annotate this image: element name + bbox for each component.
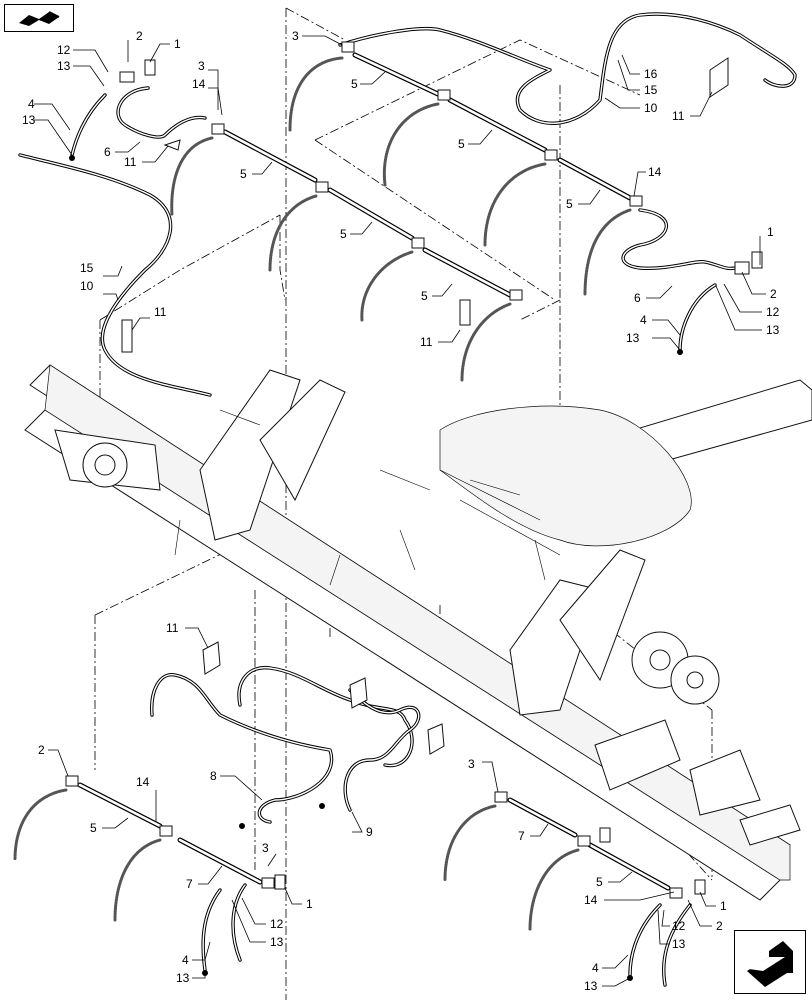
callout-1: 1: [767, 225, 774, 239]
callout-5: 5: [596, 875, 603, 889]
leader-lines: [34, 35, 766, 987]
callout-12: 12: [672, 919, 686, 933]
callout-5: 5: [458, 137, 465, 151]
callout-15: 15: [80, 261, 94, 275]
callout-15: 15: [644, 83, 658, 97]
callout-11: 11: [124, 155, 137, 169]
callout-12: 12: [270, 917, 284, 931]
callout-16: 16: [644, 67, 658, 81]
callout-13: 13: [270, 935, 284, 949]
lower-right-manifold: [443, 791, 706, 987]
callout-6: 6: [104, 145, 111, 159]
callout-7: 7: [186, 877, 193, 891]
callout-2: 2: [38, 743, 45, 757]
callout-5: 5: [421, 289, 428, 303]
callout-11: 11: [166, 621, 179, 635]
left-manifold-assembly: [18, 59, 523, 397]
callout-5: 5: [351, 77, 358, 91]
callout-11: 11: [672, 109, 685, 123]
callout-10: 10: [644, 101, 658, 115]
callout-5: 5: [340, 227, 347, 241]
callout-2: 2: [136, 29, 143, 43]
lower-left-manifold: [13, 775, 286, 976]
callout-14: 14: [136, 775, 150, 789]
callout-13: 13: [57, 59, 71, 73]
callout-5: 5: [566, 197, 573, 211]
callout-13: 13: [766, 323, 780, 337]
implement-frame: [24, 364, 812, 901]
callout-13: 13: [176, 971, 190, 985]
callout-4: 4: [28, 97, 35, 111]
callout-5: 5: [240, 167, 247, 181]
callout-11: 11: [154, 305, 167, 319]
upper-manifold-assembly: [121, 12, 797, 355]
callout-1: 1: [720, 899, 727, 913]
callout-10: 10: [80, 279, 94, 293]
callout-labels: 12 13 2 1 4 13 6 11 3 14 3 5 5 5 5 5 15 …: [22, 29, 780, 993]
callout-3: 3: [292, 29, 299, 43]
callout-13: 13: [584, 979, 598, 993]
callout-13: 13: [626, 331, 640, 345]
next-page-arrow-icon[interactable]: [734, 930, 806, 994]
book-navigation-icon[interactable]: [4, 4, 74, 32]
callout-12: 12: [766, 305, 780, 319]
callout-14: 14: [584, 893, 598, 907]
callout-1: 1: [174, 37, 181, 51]
callout-3: 3: [198, 59, 205, 73]
callout-2: 2: [716, 919, 723, 933]
callout-2: 2: [770, 287, 777, 301]
callout-9: 9: [366, 825, 373, 839]
callout-4: 4: [592, 961, 599, 975]
callout-14: 14: [648, 165, 662, 179]
lower-hose-assembly: [150, 641, 445, 829]
callout-13: 13: [22, 113, 36, 127]
callout-3: 3: [468, 757, 475, 771]
callout-11: 11: [420, 335, 433, 349]
callout-13: 13: [672, 937, 686, 951]
callout-4: 4: [640, 313, 647, 327]
callout-7: 7: [518, 829, 525, 843]
callout-4: 4: [182, 953, 189, 967]
callout-1: 1: [306, 897, 313, 911]
callout-8: 8: [210, 769, 217, 783]
callout-6: 6: [634, 291, 641, 305]
callout-12: 12: [57, 43, 71, 57]
callout-3: 3: [262, 841, 269, 855]
callout-14: 14: [192, 77, 206, 91]
callout-5: 5: [90, 821, 97, 835]
